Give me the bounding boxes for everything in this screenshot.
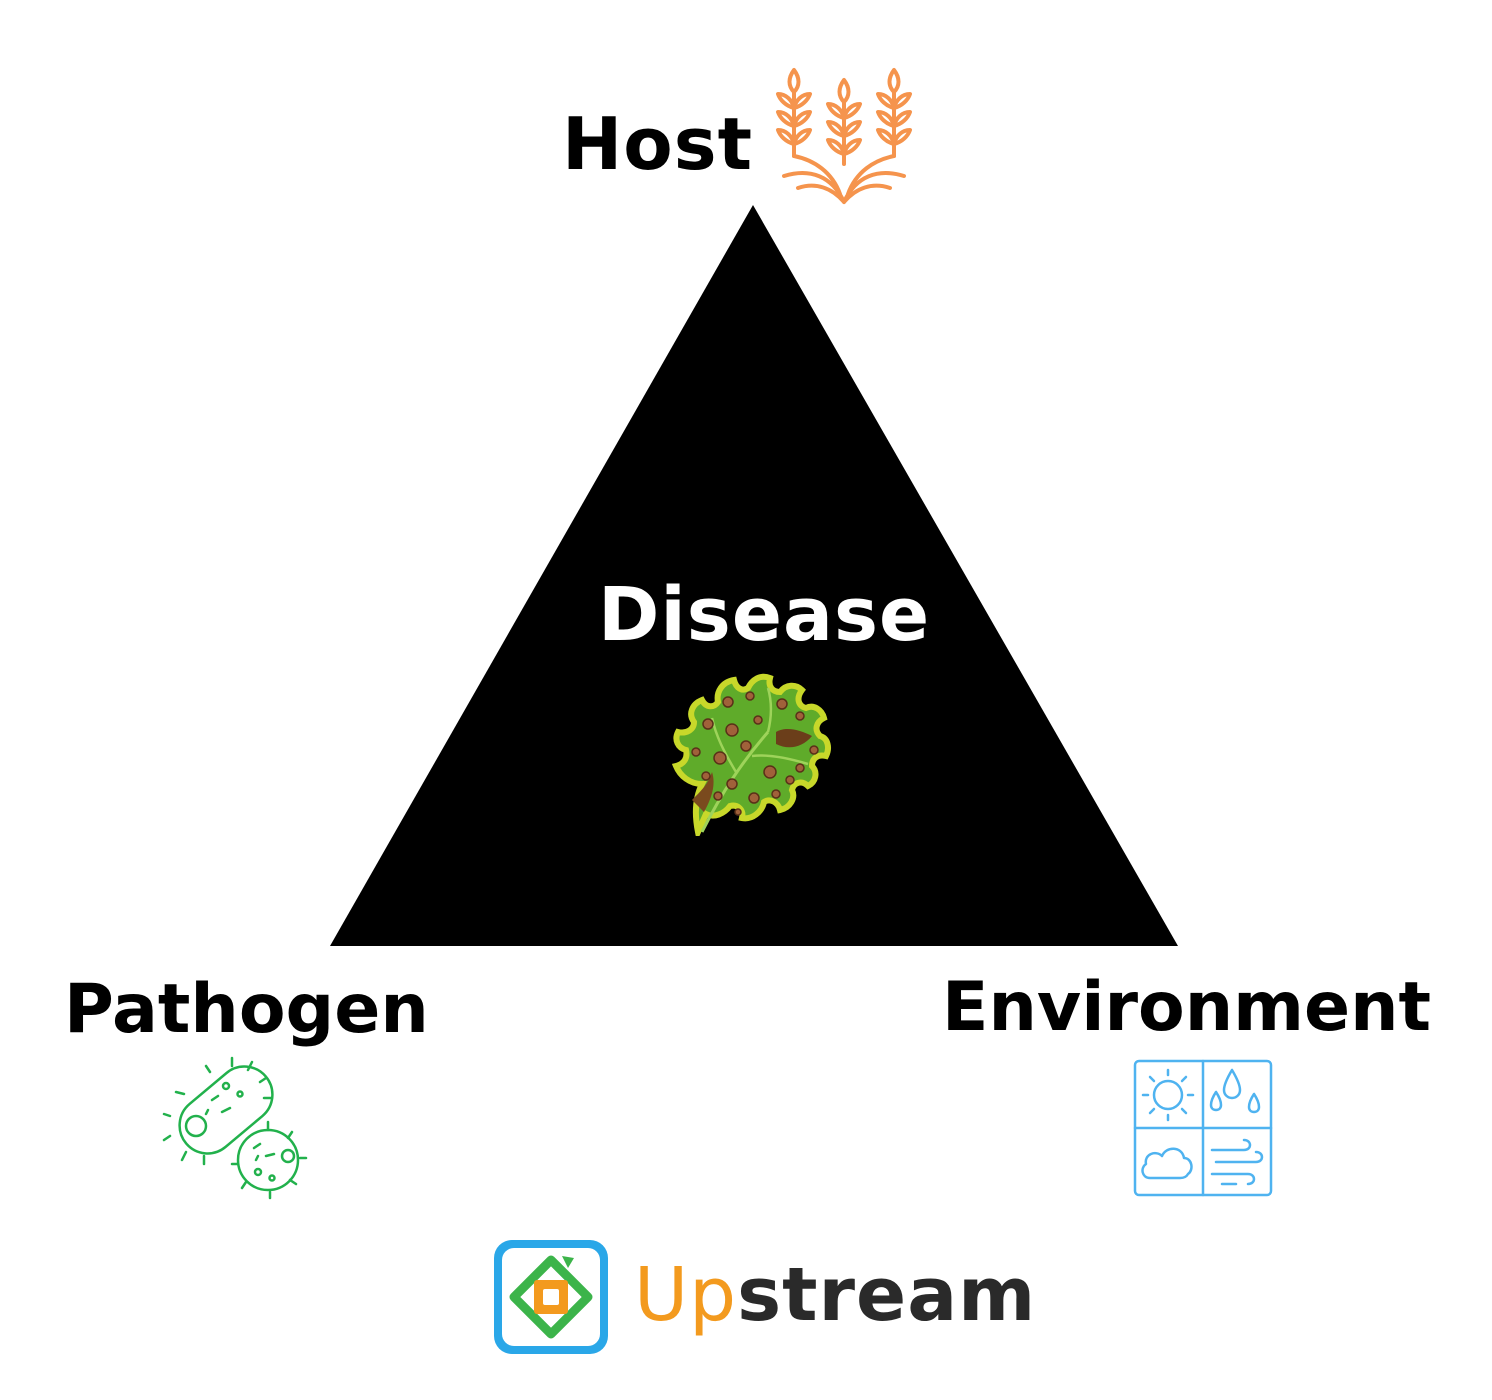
upstream-logo-icon — [494, 1240, 608, 1354]
brand-name-part-a: Up — [634, 1252, 738, 1338]
brand-name-part-b: stream — [737, 1252, 1037, 1338]
weather-grid-icon — [1133, 1059, 1273, 1197]
brand-name: Upstream — [634, 1258, 1036, 1332]
bacteria-icon — [162, 1056, 308, 1200]
disease-label: Disease — [598, 572, 931, 658]
diseased-leaf-icon — [672, 673, 831, 836]
environment-label: Environment — [942, 968, 1432, 1047]
wheat-icon — [776, 68, 912, 204]
pathogen-label: Pathogen — [64, 970, 429, 1049]
host-label: Host — [562, 102, 753, 186]
